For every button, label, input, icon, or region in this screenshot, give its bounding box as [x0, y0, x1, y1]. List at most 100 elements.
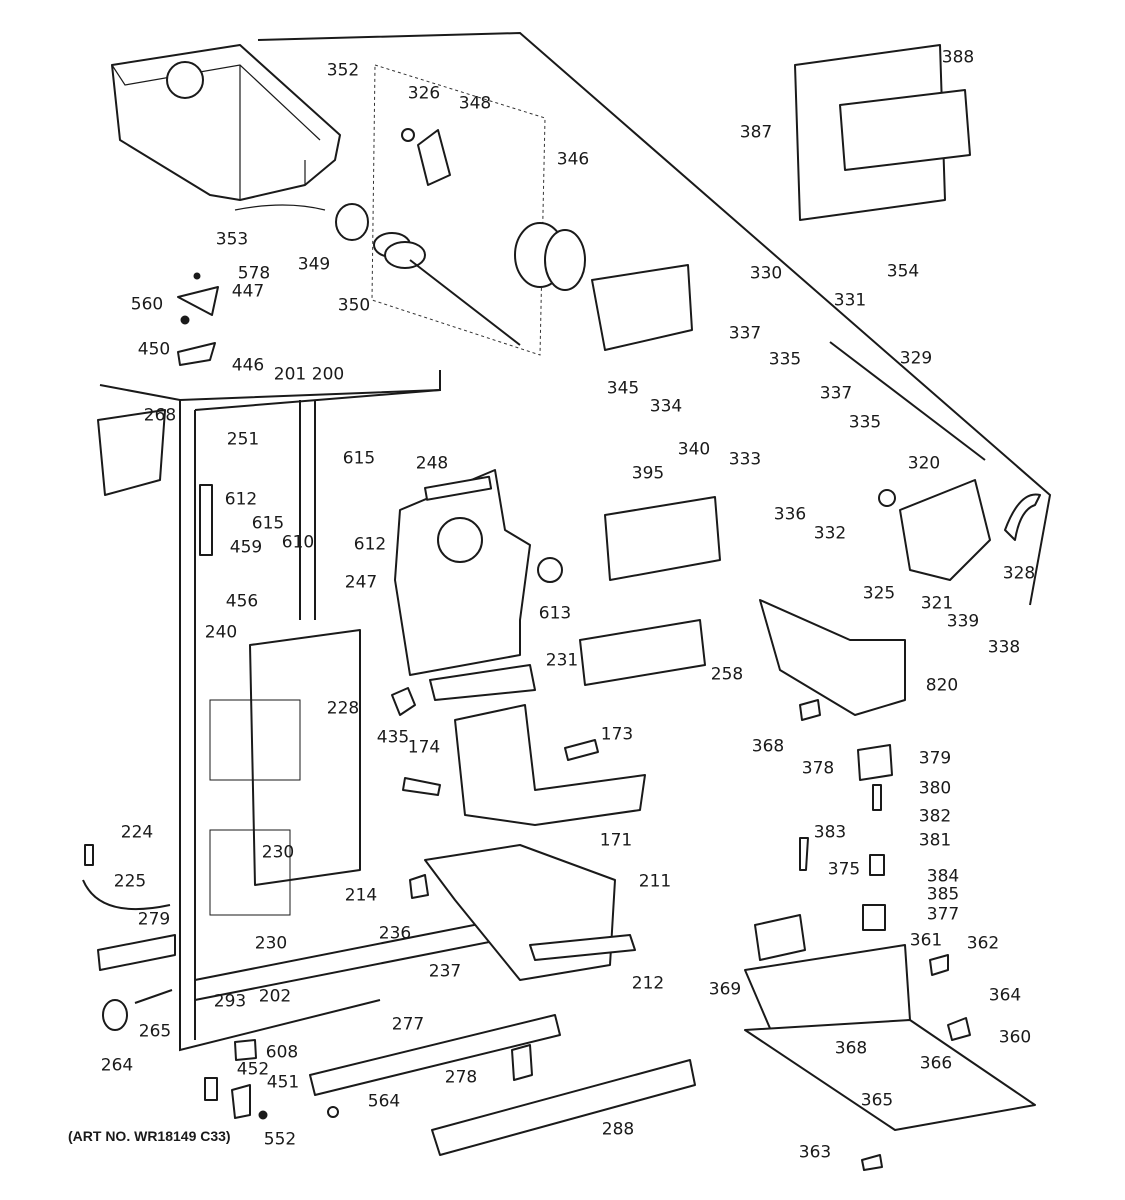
label-337a: 337 [728, 323, 762, 344]
spring-224 [84, 844, 94, 866]
bracket-377 [862, 904, 886, 931]
label-240: 240 [204, 622, 238, 643]
label-326: 326 [407, 83, 441, 104]
label-608: 608 [265, 1042, 299, 1063]
basket-171 [454, 704, 646, 826]
label-332: 332 [813, 523, 847, 544]
label-552: 552 [263, 1129, 297, 1150]
label-251: 251 [226, 429, 260, 450]
label-288: 288 [601, 1119, 635, 1140]
rod-329 [829, 341, 986, 461]
label-349: 349 [297, 254, 331, 275]
housing-325 [899, 479, 991, 581]
label-331: 331 [833, 290, 867, 311]
cap-383 [869, 854, 885, 876]
duct-248 [424, 475, 493, 501]
label-330: 330 [749, 263, 783, 284]
bail-353 [234, 204, 326, 211]
label-329: 329 [899, 348, 933, 369]
harness-375 [799, 837, 809, 871]
shelf-cover-395 [604, 496, 721, 581]
axle-265 [134, 989, 173, 1004]
label-293: 293 [213, 991, 247, 1012]
label-447: 447 [231, 281, 265, 302]
label-202: 202 [258, 986, 292, 1007]
fan-blade-613 [537, 557, 563, 583]
label-173: 173 [600, 724, 634, 745]
label-336: 336 [773, 504, 807, 525]
label-236: 236 [378, 923, 412, 944]
rail-277 [309, 1014, 561, 1096]
label-450: 450 [137, 339, 171, 360]
label-384: 384 [926, 866, 960, 887]
hinge-451 [231, 1084, 251, 1119]
label-364: 364 [988, 985, 1022, 1006]
label-363: 363 [798, 1142, 832, 1163]
label-366: 366 [919, 1053, 953, 1074]
label-350: 350 [337, 295, 371, 316]
label-224: 224 [120, 822, 154, 843]
fan-shroud-opening [437, 517, 483, 563]
cover-258 [579, 619, 706, 686]
plug-364 [947, 1017, 971, 1041]
label-214: 214 [344, 885, 378, 906]
clip-174 [402, 777, 441, 796]
rail-212 [529, 934, 636, 961]
washer-326 [401, 128, 415, 142]
bracket-368 [799, 699, 821, 721]
fan-bracket-247 [394, 469, 531, 676]
label-337b: 337 [819, 383, 853, 404]
label-615a: 615 [251, 513, 285, 534]
label-339: 339 [946, 611, 980, 632]
label-381: 381 [918, 830, 952, 851]
auger-nut-349 [335, 203, 369, 241]
strip-459 [199, 484, 213, 556]
label-340: 340 [677, 439, 711, 460]
label-387: 387 [739, 122, 773, 143]
hinge-447 [177, 286, 219, 316]
clip-236 [409, 874, 429, 899]
label-560: 560 [130, 294, 164, 315]
label-456: 456 [225, 591, 259, 612]
assembly-boundary [257, 31, 1052, 606]
label-362: 362 [966, 933, 1000, 954]
label-200: 200 [311, 364, 345, 385]
label-435: 435 [376, 727, 410, 748]
grille-288 [431, 1059, 696, 1156]
clip-362 [929, 954, 949, 976]
heater-225 [82, 879, 171, 911]
label-171: 171 [599, 830, 633, 851]
label-369: 369 [708, 979, 742, 1000]
label-264: 264 [100, 1055, 134, 1076]
label-211: 211 [638, 871, 672, 892]
label-377: 377 [926, 904, 960, 925]
label-212: 212 [631, 973, 665, 994]
label-578: 578 [237, 263, 271, 284]
auger-350 [373, 232, 521, 346]
label-320: 320 [907, 453, 941, 474]
label-379: 379 [918, 748, 952, 769]
screw-564 [327, 1106, 339, 1118]
plate-452 [204, 1077, 218, 1101]
label-368a: 368 [751, 736, 785, 757]
label-258: 258 [710, 664, 744, 685]
label-174: 174 [407, 737, 441, 758]
cabinet-case [99, 370, 551, 1052]
bracket-278 [511, 1044, 533, 1081]
label-325: 325 [862, 583, 896, 604]
label-452: 452 [236, 1059, 270, 1080]
bin-211 [424, 844, 616, 981]
label-360: 360 [998, 1027, 1032, 1048]
label-247: 247 [344, 572, 378, 593]
label-382: 382 [918, 806, 952, 827]
solenoid-378 [857, 744, 893, 781]
label-348: 348 [458, 93, 492, 114]
screw-552 [258, 1110, 268, 1120]
label-383: 383 [813, 822, 847, 843]
label-388: 388 [941, 47, 975, 68]
label-279: 279 [137, 909, 171, 930]
label-231: 231 [545, 650, 579, 671]
label-368b: 368 [834, 1038, 868, 1059]
door-388 [839, 89, 971, 171]
